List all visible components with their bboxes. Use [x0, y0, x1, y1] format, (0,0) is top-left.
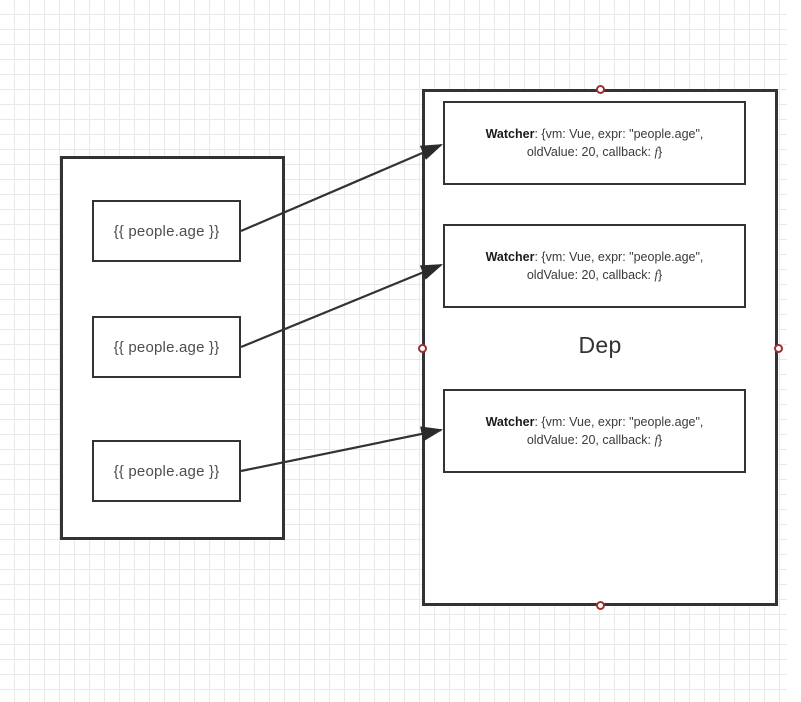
watcher-callback-fn: f — [654, 433, 658, 447]
binding-box-2-label: {{ people.age }} — [113, 338, 220, 356]
binding-box-3-label: {{ people.age }} — [113, 462, 220, 480]
watcher-detail-line1: : {vm: Vue, expr: "people.age", — [534, 126, 704, 141]
watcher-detail-close: } — [657, 145, 663, 159]
watcher-detail-line1: : {vm: Vue, expr: "people.age", — [534, 414, 704, 429]
watcher-box-2-text: Watcher: {vm: Vue, expr: "people.age", o… — [486, 248, 704, 284]
watcher-detail-line2: oldValue: 20, callback: — [526, 433, 655, 447]
watcher-box-2[interactable]: Watcher: {vm: Vue, expr: "people.age", o… — [443, 224, 746, 308]
handle-right[interactable] — [773, 343, 783, 353]
dep-title: Dep — [578, 332, 622, 358]
watcher-box-1-text: Watcher: {vm: Vue, expr: "people.age", o… — [486, 125, 704, 161]
watcher-detail-line2: oldValue: 20, callback: — [526, 268, 655, 282]
handle-bottom[interactable] — [595, 600, 605, 610]
watcher-callback-fn: f — [654, 145, 658, 159]
watcher-detail-close: } — [657, 268, 663, 282]
binding-box-3[interactable]: {{ people.age }} — [92, 440, 241, 502]
page-right-margin — [787, 0, 801, 702]
watcher-label: Watcher — [485, 249, 535, 264]
binding-box-2[interactable]: {{ people.age }} — [92, 316, 241, 378]
binding-box-1[interactable]: {{ people.age }} — [92, 200, 241, 262]
watcher-callback-fn: f — [654, 268, 658, 282]
watcher-label: Watcher — [485, 414, 535, 429]
handle-left[interactable] — [417, 343, 427, 353]
binding-box-1-label: {{ people.age }} — [113, 222, 220, 240]
watcher-detail-line1: : {vm: Vue, expr: "people.age", — [534, 249, 704, 264]
watcher-box-3-text: Watcher: {vm: Vue, expr: "people.age", o… — [486, 413, 704, 449]
handle-top[interactable] — [595, 84, 605, 94]
watcher-box-3[interactable]: Watcher: {vm: Vue, expr: "people.age", o… — [443, 389, 746, 473]
watcher-detail-close: } — [657, 433, 663, 447]
watcher-label: Watcher — [485, 126, 535, 141]
watcher-box-1[interactable]: Watcher: {vm: Vue, expr: "people.age", o… — [443, 101, 746, 185]
watcher-detail-line2: oldValue: 20, callback: — [526, 145, 655, 159]
